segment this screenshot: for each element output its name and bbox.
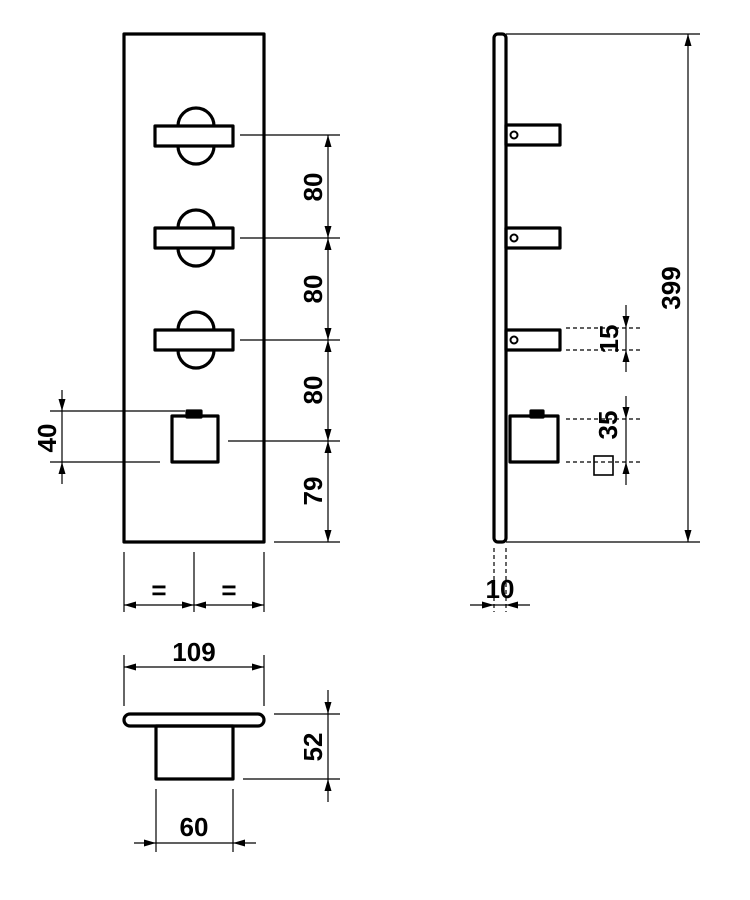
handle-lever-3 — [153, 310, 235, 370]
dim-label-depth: 52 — [298, 733, 328, 762]
dim-label-plate-width: 109 — [172, 637, 215, 667]
top-body-outline — [154, 724, 235, 781]
dim-label-plate-thickness: 10 — [486, 574, 515, 604]
handle-lever-1 — [153, 106, 235, 166]
dim-label-total-height: 399 — [656, 266, 686, 309]
side-handle-3 — [504, 328, 562, 352]
dim-label-equal-right: = — [221, 575, 236, 605]
dim-label-spacing-2: 80 — [298, 275, 328, 304]
dim-label-bottom: 79 — [298, 477, 328, 506]
top-view: 109 52 60 — [122, 637, 340, 852]
side-handle-1 — [504, 123, 562, 147]
dim-label-handle-thickness: 15 — [594, 325, 624, 354]
dim-label-spacing-1: 80 — [298, 173, 328, 202]
square-knob — [170, 409, 220, 464]
dim-label-knob-height: 40 — [32, 424, 62, 453]
top-plate-outline — [122, 712, 266, 728]
front-panel-outline — [122, 32, 266, 544]
dim-label-spacing-3: 80 — [298, 376, 328, 405]
side-view: 399 15 35 10 — [470, 32, 700, 612]
dim-label-equal-left: = — [151, 575, 166, 605]
dim-label-square: 35 — [593, 411, 623, 440]
front-view: 80 80 80 79 40 = = — [32, 32, 340, 612]
square-symbol-icon — [593, 455, 614, 476]
side-knob — [508, 409, 560, 464]
side-plate-outline — [492, 32, 508, 544]
handle-lever-2 — [153, 208, 235, 268]
dim-label-body-width: 60 — [180, 812, 209, 842]
side-handle-2 — [504, 226, 562, 250]
